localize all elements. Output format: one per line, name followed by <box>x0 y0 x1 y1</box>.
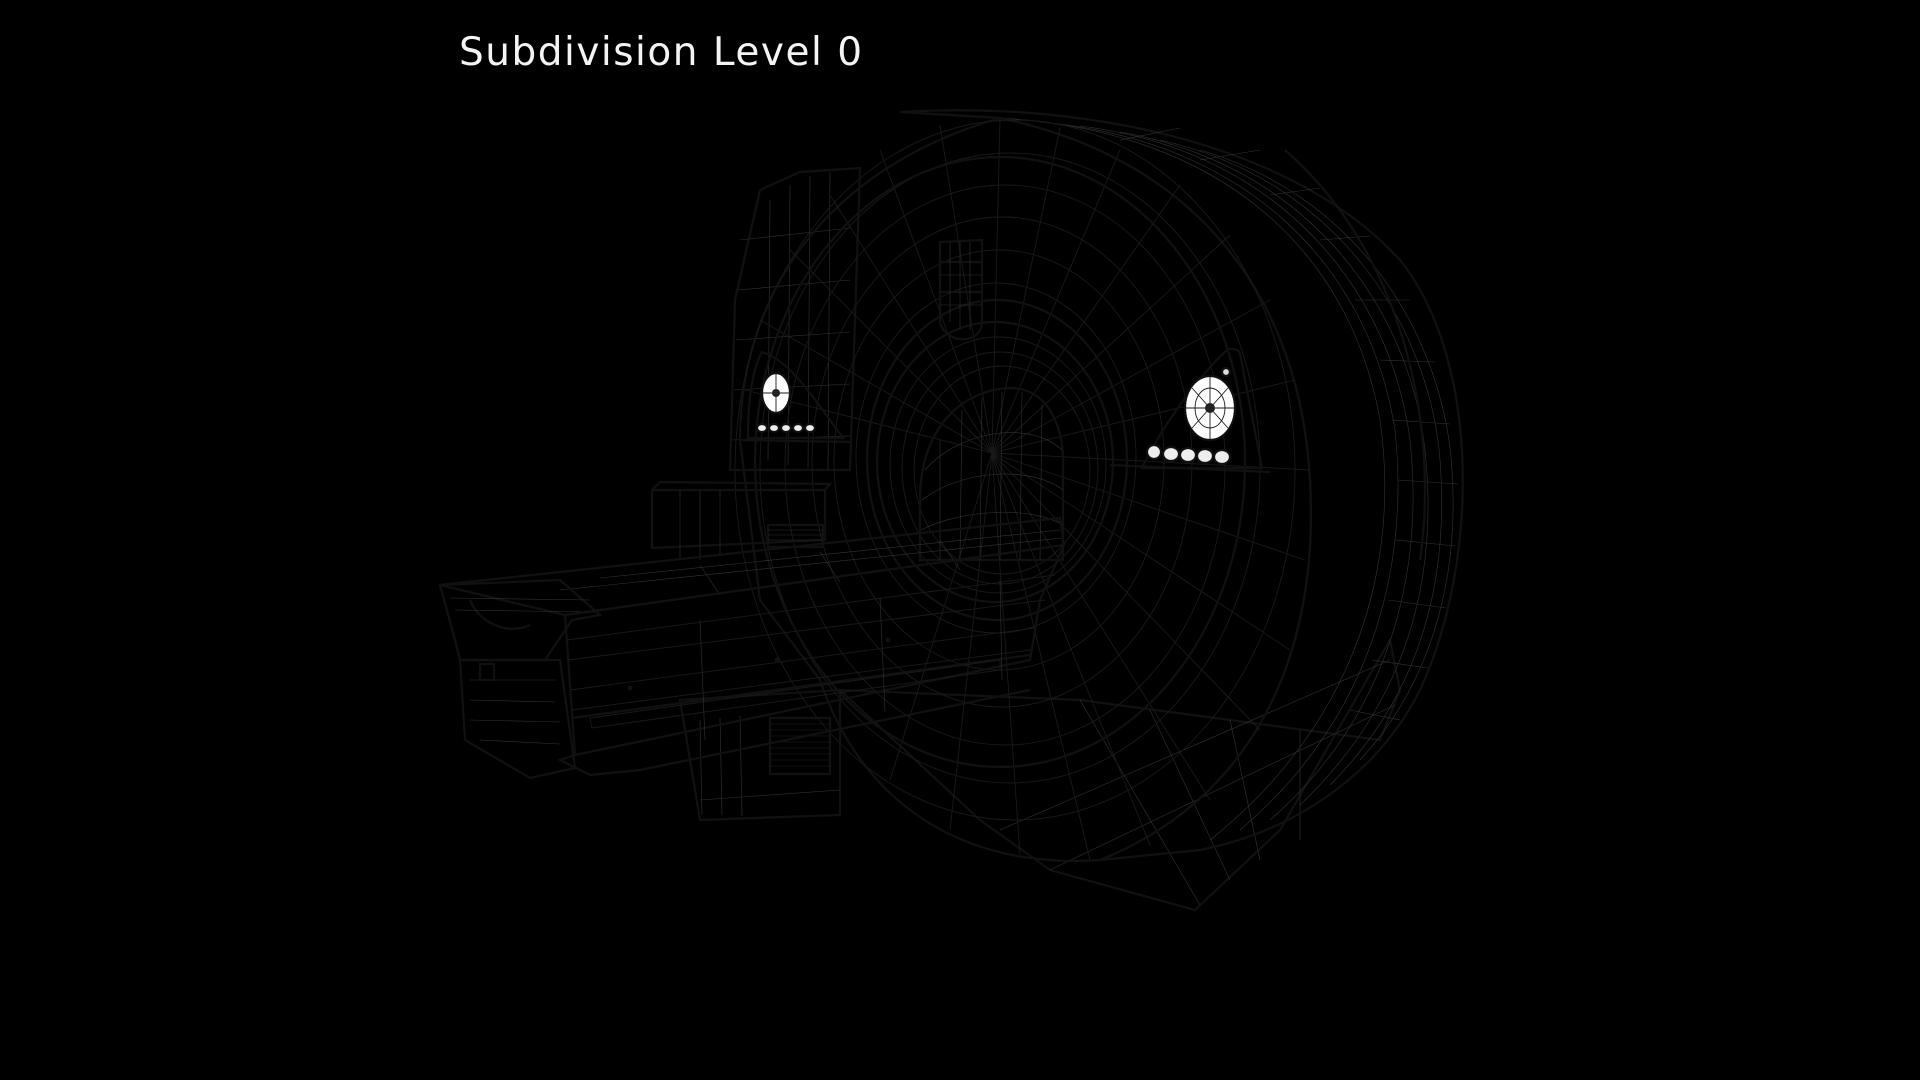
patient-table <box>438 516 1066 780</box>
table-side-box <box>650 480 833 560</box>
left-control-panel <box>739 350 851 444</box>
rear-cabinet <box>728 166 862 472</box>
table-base-vent <box>678 688 842 822</box>
gantry-ring <box>734 109 1464 863</box>
top-sensor-block <box>938 238 984 341</box>
gantry-base <box>837 636 1402 912</box>
bore-opening <box>875 320 1115 604</box>
right-control-panel <box>1109 347 1271 474</box>
subdivision-level-caption: Subdivision Level 0 <box>459 30 864 75</box>
